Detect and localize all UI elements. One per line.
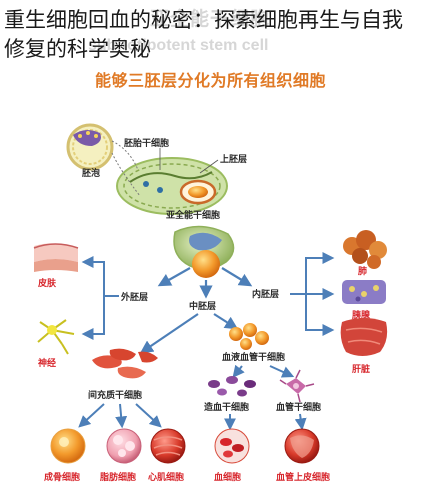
lung-illustration	[343, 230, 387, 269]
label-lung: 肺	[358, 265, 367, 277]
vascular-stem-illustration	[279, 369, 315, 403]
headline: 重生细胞回血的秘密：探索细胞再生与自我修复的科学奥秘	[4, 8, 403, 61]
label-mesoderm: 中胚层	[189, 300, 216, 312]
central-differentiating-cell	[173, 225, 235, 278]
liver-illustration	[340, 318, 388, 356]
nerve-illustration	[37, 319, 75, 355]
label-blood-cell: 血细胞	[214, 471, 241, 483]
label-ectoderm: 外胚层	[120, 291, 148, 303]
pancreas-illustration	[342, 280, 386, 304]
label-nerve: 神经	[38, 357, 56, 369]
label-vascular-stem: 血管干细胞	[276, 401, 321, 413]
watermark-chinese: 亚全能干细胞	[150, 9, 271, 30]
watermark-english: sub-totipotent stem cell	[88, 37, 269, 54]
label-hemangioblast: 血液血管干细胞	[222, 351, 285, 363]
label-blastocyst: 胚泡	[82, 167, 100, 179]
hematopoietic-illustration	[208, 376, 256, 397]
label-osteoblast: 成骨细胞	[44, 471, 80, 483]
blood-cell-illustration	[214, 428, 250, 464]
blastocyst-illustration	[66, 123, 114, 171]
label-endoderm: 内胚层	[252, 288, 279, 300]
label-skin: 皮肤	[37, 277, 57, 289]
hemangioblast-illustration	[229, 323, 269, 350]
diagram-subtitle: 能够三胚层分化为所有组织细胞	[95, 71, 327, 90]
adipocyte-illustration	[106, 428, 142, 464]
label-cardiomyocyte: 心肌细胞	[148, 471, 184, 483]
mesenchymal-illustration	[92, 348, 158, 379]
label-pancreas: 胰腺	[352, 309, 371, 321]
label-mesenchymal: 间充质干细胞	[88, 389, 142, 401]
label-liver: 肝脏	[352, 363, 370, 375]
label-epiblast: 上胚层	[220, 153, 247, 165]
endothelial-illustration	[284, 428, 320, 464]
label-hematopoietic: 造血干细胞	[204, 401, 249, 413]
label-endothelial: 血管上皮细胞	[276, 471, 330, 483]
skin-illustration	[33, 243, 79, 272]
label-adipocyte: 脂肪细胞	[99, 471, 136, 483]
label-embryonic-stem-cell: 胚胎干细胞	[124, 137, 169, 149]
subtotipotent-cell-illustration	[179, 179, 217, 205]
cardiomyocyte-illustration	[150, 428, 186, 464]
osteoblast-illustration	[50, 428, 86, 464]
label-subtotipotent: 亚全能干细胞	[166, 209, 220, 221]
